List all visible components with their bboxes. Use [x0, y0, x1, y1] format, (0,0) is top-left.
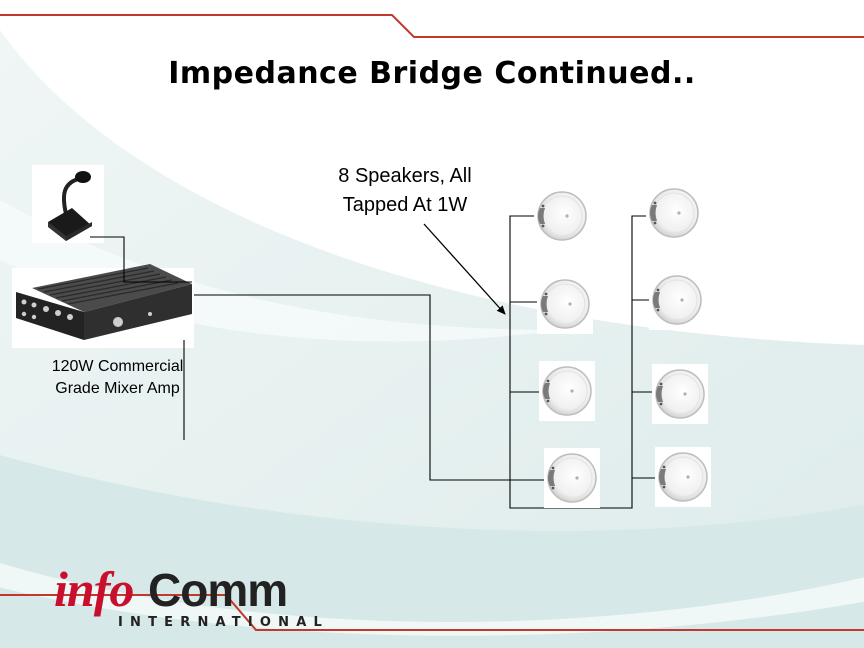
mic-cable	[90, 236, 192, 283]
infocomm-logo: info Comm INTERNATIONAL	[54, 561, 329, 630]
ceiling-speaker-icon	[651, 363, 709, 425]
ceiling-speaker-icon	[533, 185, 591, 247]
amp-output-wire-1	[194, 294, 510, 481]
frame-lines	[0, 14, 864, 631]
logo-comm: Comm	[148, 564, 287, 616]
speaker-label-line-1: 8 Speakers, All	[338, 165, 472, 187]
microphone-icon	[32, 165, 104, 243]
ceiling-speaker-icon	[538, 360, 596, 422]
speaker-label-line-2: Tapped At 1W	[342, 194, 468, 216]
logo-international: INTERNATIONAL	[118, 615, 329, 630]
slide-title: Impedance Bridge Continued..	[168, 56, 696, 91]
amp-label: 120W Commercial Grade Mixer Amp	[20, 356, 215, 400]
ceiling-speaker-icon	[648, 269, 706, 331]
ceiling-speaker-icon	[645, 182, 703, 244]
amp-label-line-1: 120W Commercial	[51, 358, 184, 375]
ceiling-speaker-icon	[654, 446, 712, 508]
mixer-amplifier-icon	[12, 264, 194, 348]
amp-label-line-2: Grade Mixer Amp	[55, 380, 180, 397]
speaker-label: 8 Speakers, All Tapped At 1W	[300, 162, 510, 220]
logo-info: info	[54, 561, 133, 617]
ceiling-speaker-icon	[543, 447, 601, 509]
ceiling-speaker-icon	[536, 273, 594, 335]
label-arrow	[423, 223, 506, 315]
